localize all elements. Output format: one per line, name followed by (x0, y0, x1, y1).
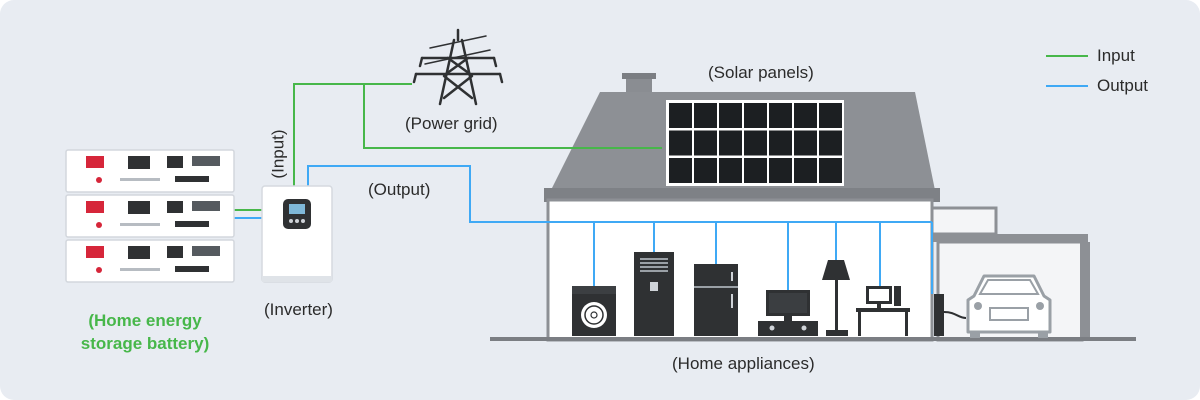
battery-ports (192, 156, 220, 166)
battery-display (128, 156, 150, 169)
solar-cell (744, 130, 767, 156)
home-appliances-label: (Home appliances) (672, 354, 815, 373)
solar-cell (769, 130, 792, 156)
solar-cell (819, 130, 842, 156)
solar-cell (794, 103, 817, 128)
legend-input-label: Input (1097, 46, 1135, 65)
solar-cell (669, 158, 692, 183)
solar-cell (694, 130, 717, 156)
solar-cell (769, 103, 792, 128)
power-tower-icon (412, 28, 504, 106)
fridge-freezer-icon (694, 264, 738, 336)
battery-terminal-black (167, 201, 183, 213)
solar-cell (794, 158, 817, 183)
battery-terminal-red (86, 246, 104, 258)
power-grid-label: (Power grid) (405, 114, 498, 133)
battery-led (96, 222, 102, 228)
washing-machine-icon (572, 286, 616, 336)
battery-label-plate (120, 178, 160, 181)
battery-label-plate (120, 268, 160, 271)
garage-upper (930, 206, 998, 236)
battery-switch (175, 176, 209, 182)
battery-ports (192, 246, 220, 256)
solar-cell (669, 103, 692, 128)
battery-label: (Home energy storage battery) (60, 309, 230, 355)
output-label: (Output) (368, 180, 431, 199)
battery-ports (192, 201, 220, 211)
tv-icon (758, 290, 818, 336)
battery-label-line2: storage battery) (80, 334, 210, 353)
battery-display (128, 201, 150, 214)
solar-cell (694, 158, 717, 183)
solar-cell (719, 130, 742, 156)
battery-display (128, 246, 150, 259)
battery-switch (175, 221, 209, 227)
solar-panel-icon (666, 100, 844, 186)
output-lines (232, 165, 933, 294)
battery-terminal-red (86, 201, 104, 213)
solar-cell (819, 158, 842, 183)
battery-led (96, 267, 102, 273)
battery-terminal-black (167, 246, 183, 258)
input-lines (232, 83, 662, 211)
battery-led (96, 177, 102, 183)
inverter-label: (Inverter) (264, 300, 333, 319)
battery-label-plate (120, 223, 160, 226)
solar-cell (694, 103, 717, 128)
battery-terminal-red (86, 156, 104, 168)
battery-terminal-black (167, 156, 183, 168)
solar-cell (769, 158, 792, 183)
solar-cell (669, 130, 692, 156)
car-icon (966, 274, 1052, 338)
solar-cell (819, 103, 842, 128)
battery-switch (175, 266, 209, 272)
solar-cell (794, 130, 817, 156)
solar-cell (719, 103, 742, 128)
input-label: (Input) (268, 129, 288, 179)
ev-charger-icon (934, 294, 967, 336)
solar-cell (719, 158, 742, 183)
floor-lamp-icon (822, 260, 850, 336)
solar-cell (744, 103, 767, 128)
ground-line (490, 337, 1136, 341)
solar-cell (744, 158, 767, 183)
battery-rack-icon (65, 149, 235, 283)
inverter-icon (261, 185, 333, 283)
legend-output-label: Output (1097, 76, 1149, 95)
refrigerator-icon (634, 252, 674, 336)
solar-panels-label: (Solar panels) (708, 63, 814, 82)
computer-desk-icon (856, 286, 910, 336)
battery-label-line1: (Home energy (88, 311, 202, 330)
